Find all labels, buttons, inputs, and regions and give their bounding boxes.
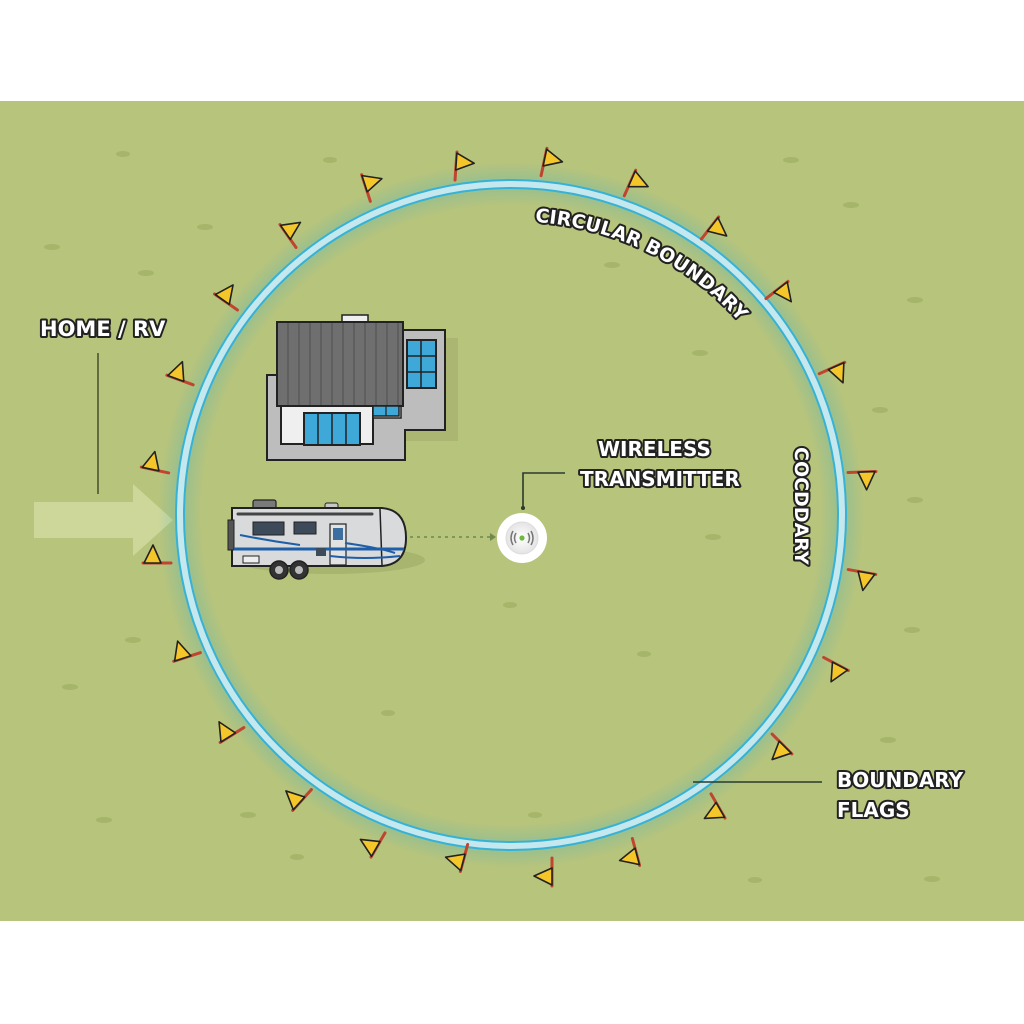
- boundary-ring: [177, 181, 845, 849]
- wireless-transmitter-icon: [497, 513, 547, 563]
- house-icon: [266, 314, 458, 461]
- transmitter-leader-line: [522, 472, 565, 508]
- arrow-icon: [34, 484, 173, 556]
- boundary-flags-label-line1: BOUNDARY: [837, 768, 964, 792]
- transmitter-leader-dot: [521, 506, 525, 510]
- boundary-side-label: COCDDARY: [790, 447, 812, 565]
- signal-link-arrowhead: [490, 533, 496, 541]
- boundary-flags-label-line2: FLAGS: [837, 798, 910, 822]
- wireless-transmitter-label-line1: WIRELESS: [598, 437, 711, 461]
- rv-trailer-icon: [227, 499, 425, 580]
- wireless-transmitter-label-line2: TRANSMITTER: [580, 467, 740, 491]
- home-rv-label: HOME / RV: [40, 317, 166, 341]
